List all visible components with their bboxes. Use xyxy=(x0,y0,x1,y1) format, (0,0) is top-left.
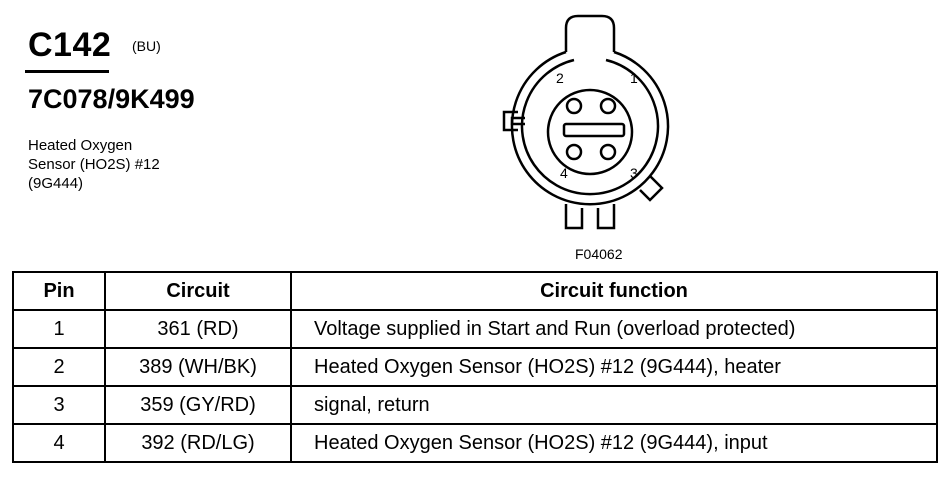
connector-description: Heated Oxygen Sensor (HO2S) #12 (9G444) xyxy=(28,136,228,193)
description-line: Sensor (HO2S) #12 xyxy=(28,156,160,173)
circuit-cell: 361 (RD) xyxy=(104,309,292,349)
pin-cell: 3 xyxy=(12,385,106,425)
table-row: 1 361 (RD) Voltage supplied in Start and… xyxy=(12,309,938,349)
connector-bottom-tab xyxy=(596,204,616,230)
pin-label-4: 4 xyxy=(560,165,568,181)
connector-id: C142 xyxy=(28,26,112,64)
pin-3-terminal xyxy=(599,143,617,161)
connector-left-latch xyxy=(502,110,518,132)
header-circuit-function: Circuit function xyxy=(290,271,938,311)
connector-bottom-tab xyxy=(564,204,584,230)
pin-cell: 4 xyxy=(12,423,106,463)
pinout-table: Pin Circuit Circuit function 1 361 (RD) … xyxy=(12,271,938,463)
table-row: 2 389 (WH/BK) Heated Oxygen Sensor (HO2S… xyxy=(12,347,938,387)
pin-label-3: 3 xyxy=(630,165,638,181)
circuit-cell: 389 (WH/BK) xyxy=(104,347,292,387)
pin-cell: 1 xyxy=(12,309,106,349)
pin-label-2: 2 xyxy=(556,70,564,86)
connector-outer-shell xyxy=(510,50,670,206)
circuit-cell: 359 (GY/RD) xyxy=(104,385,292,425)
table-row: 3 359 (GY/RD) signal, return xyxy=(12,385,938,425)
header-pin: Pin xyxy=(12,271,106,311)
function-cell: signal, return xyxy=(290,385,938,425)
function-cell: Heated Oxygen Sensor (HO2S) #12 (9G444),… xyxy=(290,423,938,463)
table-header-row: Pin Circuit Circuit function xyxy=(12,271,938,311)
pin-label-1: 1 xyxy=(630,70,638,86)
function-cell: Heated Oxygen Sensor (HO2S) #12 (9G444),… xyxy=(290,347,938,387)
pin-4-terminal xyxy=(565,143,583,161)
header-circuit: Circuit xyxy=(104,271,292,311)
part-number: 7C078/9K499 xyxy=(28,84,195,114)
description-line: (9G444) xyxy=(28,175,84,192)
pin-cell: 2 xyxy=(12,347,106,387)
table-row: 4 392 (RD/LG) Heated Oxygen Sensor (HO2S… xyxy=(12,423,938,463)
pin-1-terminal xyxy=(599,97,617,115)
connector-right-latch xyxy=(639,175,664,202)
circuit-cell: 392 (RD/LG) xyxy=(104,423,292,463)
pin-2-terminal xyxy=(565,97,583,115)
pin-cavity xyxy=(546,88,634,176)
connector-key-tab xyxy=(564,14,616,52)
function-cell: Voltage supplied in Start and Run (overl… xyxy=(290,309,938,349)
connector-inner-shell xyxy=(520,58,660,196)
connector-color: (BU) xyxy=(132,38,161,54)
connector-face-diagram: 1 2 3 4 xyxy=(502,14,670,230)
title-underline xyxy=(25,70,109,73)
figure-id: F04062 xyxy=(575,246,623,262)
center-key-bar xyxy=(562,122,626,138)
description-line: Heated Oxygen xyxy=(28,137,133,154)
